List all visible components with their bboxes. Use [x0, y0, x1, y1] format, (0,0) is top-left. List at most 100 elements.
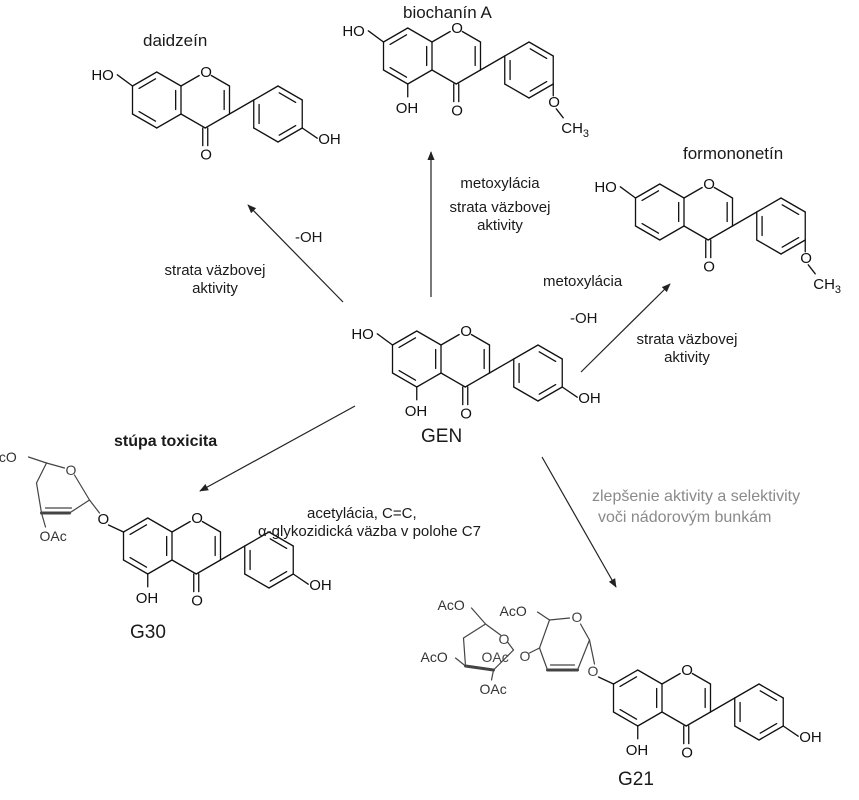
- biochanin-bond: [555, 108, 564, 119]
- gen-ring-c-bond: [440, 372, 466, 388]
- g30-bond: [292, 573, 309, 585]
- gen-bond: [376, 333, 394, 346]
- formononetin-ring-b-bond: [756, 197, 782, 213]
- g30-ring-c-bond: [171, 559, 197, 575]
- g21-acetoxy-a: AcO: [500, 603, 527, 619]
- biochanin-ring-a-double: [389, 34, 408, 46]
- daidzein-hydroxyl-4p: OH: [318, 131, 341, 148]
- label-formononetin-loss: strata väzbovej aktivity: [612, 331, 762, 367]
- g21-ring-oxygen-2: O: [499, 631, 510, 647]
- formononetin-bond: [731, 211, 758, 227]
- g21-sugar-bond: [538, 619, 551, 649]
- label-formononetin-methoxylation: metoxylácia: [543, 273, 623, 290]
- daidzein-ring-b-bond: [253, 127, 279, 143]
- g21-sugar-bond: [538, 647, 549, 671]
- daidzein-ring-c-bond: [180, 74, 200, 87]
- formononetin-ring-c-bond: [707, 225, 734, 241]
- gen-ring-b-double: [538, 351, 557, 363]
- formononetin-ring-b-bond: [780, 239, 806, 255]
- compound-name-gen: GEN: [421, 426, 463, 447]
- biochanin-hydroxyl-5: OH: [396, 100, 419, 117]
- g30-ring-c-bond: [195, 559, 222, 575]
- g21-sugar-bond: [548, 617, 571, 621]
- biochanin-ring-b-bond: [528, 41, 554, 57]
- g21-sugar-bond: [490, 669, 495, 681]
- formononetin-ring-a-bond: [634, 225, 661, 241]
- g30-sugar-bond: [68, 499, 91, 514]
- formononetin-ring-a-bond: [659, 225, 685, 241]
- biochanin-ring-b-bond: [504, 41, 530, 57]
- gen-ring-b-bond: [537, 344, 563, 360]
- g30-sugar-bond: [73, 474, 91, 501]
- g30-sugar-bond: [35, 462, 48, 484]
- gen-ring-a-bond: [391, 372, 418, 388]
- g30-ring-a-bond: [122, 517, 149, 533]
- g30-sugar-bond: [40, 512, 47, 528]
- g30-ring-b-double: [269, 538, 288, 550]
- gen-ring-b-bond: [513, 386, 539, 402]
- g21-ring-b-bond: [734, 683, 760, 699]
- biochanin-ring-a-bond: [382, 69, 409, 85]
- biochanin-carbonyl-oxygen: O: [451, 103, 463, 120]
- g21-sugar-bond: [484, 623, 502, 636]
- biochanin-methoxy-oxygen: O: [548, 94, 560, 111]
- g21-ring-b-double: [759, 690, 778, 702]
- gen-carbonyl-oxygen: O: [460, 406, 472, 423]
- gen-ring-b-double: [538, 383, 557, 395]
- label-daidzein-loss-line2: aktivity: [192, 280, 238, 297]
- biochanin-ring-a-double: [389, 66, 408, 78]
- formononetin-ring-a-double: [641, 222, 660, 234]
- gen-ring-c-bond: [464, 372, 491, 388]
- g30-ring-c-bond: [201, 520, 222, 533]
- gen-ring-c-bond: [470, 333, 491, 346]
- g30-ring-b-bond: [244, 573, 270, 589]
- g21-sugar-bond: [579, 623, 591, 641]
- g21-sugar-bond: [506, 641, 515, 651]
- label-g30-toxicity: stúpa toxicita: [114, 433, 218, 450]
- g21-ring-a-bond: [612, 711, 639, 727]
- arrow-to-formononetin: [580, 283, 671, 373]
- g30-ring-c-bond: [171, 520, 191, 533]
- g21-ring-a-bond: [637, 669, 663, 685]
- g21-sugar-bond: [492, 649, 515, 671]
- g30-glycoside-bond: [107, 524, 125, 533]
- gen-ring-b-bond: [513, 344, 539, 360]
- daidzein-ring-b-bond: [277, 127, 303, 143]
- g21-sugar-bond: [454, 657, 467, 667]
- gen-ring-a-bond: [416, 330, 442, 346]
- daidzein-ring-c-bond: [180, 113, 206, 129]
- g30-ring-a-bond: [147, 559, 173, 575]
- g21-sugar-bond: [588, 639, 596, 665]
- gen-ring-oxygen: O: [460, 323, 472, 340]
- g21-hydroxyl-4p: OH: [799, 729, 822, 746]
- biochanin-methyl: CH3: [561, 120, 589, 140]
- g21-ring-b-double: [759, 722, 778, 734]
- daidzein-bond: [228, 99, 255, 115]
- g30-acetoxy-6: AcO: [0, 449, 17, 465]
- g21-link-oxygen: O: [520, 648, 531, 664]
- g30-acetoxy-3: OAc: [40, 528, 67, 544]
- g21-ring-oxygen: O: [681, 662, 693, 679]
- g21-sugar-bond: [528, 647, 541, 654]
- biochanin-ring-c-bond: [461, 30, 482, 43]
- g21-hydroxyl-5: OH: [626, 742, 649, 759]
- g30-ring-a-double: [129, 556, 148, 568]
- daidzein-ring-a-double: [138, 78, 157, 90]
- gen-hydroxyl-7: HO: [351, 326, 374, 343]
- biochanin-bond: [479, 55, 506, 71]
- formononetin-ring-c-bond: [683, 225, 709, 241]
- compound-name-g21: G21: [618, 769, 654, 790]
- g21-ring-a-bond: [612, 669, 639, 685]
- gen-bond: [488, 358, 515, 374]
- formononetin-ring-oxygen: O: [703, 176, 715, 193]
- g21-acetoxy-c: AcO: [421, 649, 448, 665]
- formononetin-methyl: CH3: [813, 276, 841, 296]
- g21-sugar-bond: [470, 607, 487, 625]
- gen-ring-a-bond: [391, 330, 418, 346]
- label-biochanin-loss-line2: aktivity: [477, 217, 523, 234]
- biochanin-ring-c-bond: [431, 30, 451, 43]
- g30-ring-b-double: [269, 570, 288, 582]
- g30-sugar-bond: [45, 462, 66, 469]
- g30-ring-a-double: [129, 524, 148, 536]
- daidzein-hydroxyl-7: HO: [91, 67, 114, 84]
